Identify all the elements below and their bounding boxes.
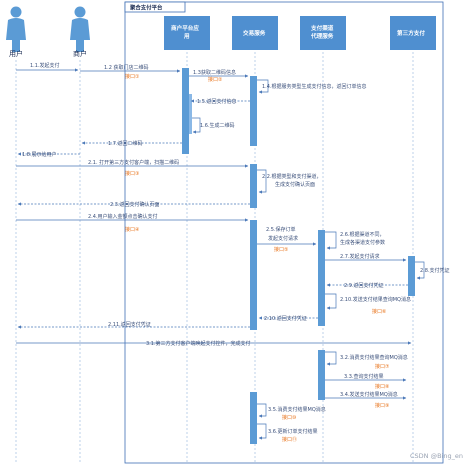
tag-2-5: 接口⑤	[274, 246, 288, 253]
platform-frame	[124, 1, 444, 464]
platform-title-tab	[124, 1, 186, 13]
tag-1-2: 接口①	[125, 73, 140, 80]
lane-header-channel-proxy	[300, 16, 346, 50]
msg-1-8: 1.8.展示给用户	[22, 151, 57, 158]
msg-1-2: 1.2 获取门店二维码	[104, 64, 149, 71]
msg-3-5: 3.5.消费支付结果MQ消息	[268, 406, 326, 413]
msg-3-4: 3.4.发送支付结果MQ消息	[340, 391, 398, 398]
msg-2-6b: 生成各渠道支付参数	[340, 239, 385, 246]
msg-2-10a: 2.10.发送支付结果查询MQ消息	[340, 296, 411, 303]
actor-user	[6, 6, 26, 52]
platform-title: 聚合支付平台	[129, 4, 163, 12]
msg-2-9: 2.9.返回支付凭证	[344, 282, 384, 289]
msg-1-7: 1.7.返回二维码	[108, 140, 143, 147]
activation-merchant-app-1b	[189, 94, 192, 134]
arrow-2-2	[257, 169, 267, 194]
tag-3-6: 接口⑪	[282, 436, 297, 443]
msg-1-6: 1.6.生成二维码	[200, 122, 235, 129]
activation-trade-service-4	[250, 392, 257, 444]
tag-3-2: 接口⑦	[375, 363, 390, 370]
watermark: CSDN @Bing_en	[410, 452, 463, 460]
tag-2-10: 接口⑥	[372, 308, 387, 315]
msg-2-2b: 生成支付确认页面	[275, 181, 315, 188]
activation-trade-service-1	[250, 76, 257, 146]
arrow-3-6	[257, 423, 267, 440]
msg-2-7: 2.7.发起支付请求	[340, 253, 380, 260]
msg-3-2: 3.2.消费支付结果查询MQ消息	[340, 354, 408, 361]
msg-1-5: 1.5.返回支付信息	[197, 98, 237, 105]
msg-1-4: 1.4.根据服务类型生成支付信息，返回订单信息	[262, 83, 367, 90]
tag-3-5: 接口⑩	[282, 414, 297, 421]
arrow-2-6	[325, 231, 337, 250]
lane-header-third-party	[390, 16, 436, 50]
activation-channel-proxy-1	[318, 230, 325, 326]
msg-1-1: 1.1.发起支付	[30, 62, 60, 69]
actor-merchant	[70, 6, 90, 52]
activation-third-party-1	[408, 256, 415, 296]
lane-header-merchant-app	[164, 16, 210, 50]
tag-2-1: 接口③	[125, 170, 139, 177]
activation-trade-service-2	[250, 164, 257, 208]
msg-2-11: 2.11.返回支付凭证	[108, 321, 151, 328]
msg-2-4: 2.4.用户输入金额点击确认支付	[88, 213, 158, 220]
msg-2-10b: 2.10.返回支付凭证	[264, 315, 307, 322]
msg-3-3: 3.3.查询支付结果	[344, 373, 384, 380]
activation-channel-proxy-2	[318, 350, 325, 400]
arrow-2-8	[415, 261, 425, 280]
lane-channel-proxy-line2: 代理服务	[310, 32, 334, 40]
msg-2-3: 2.3.返回支付确认页面	[110, 201, 160, 208]
tag-2-4: 接口④	[125, 226, 140, 233]
lane-merchant-app-line2: 用	[183, 33, 190, 40]
msg-1-3: 1.3获取二维码信息	[193, 69, 236, 76]
msg-3-1: 3.1.第三方支付客户端唤起支付控件，完成支付	[146, 340, 251, 347]
msg-2-6a: 2.6.根据渠道不同，	[340, 231, 385, 238]
msg-2-8: 2.8.支付凭证	[420, 267, 450, 274]
tag-3-4: 接口⑨	[375, 402, 389, 409]
lane-merchant-app-line1: 商户平台应	[171, 24, 199, 32]
arrow-2-10a	[325, 293, 337, 310]
msg-2-2a: 2.2.根据类型和支付渠道，	[262, 173, 322, 180]
actor-user-label: 用户	[9, 49, 23, 58]
msg-2-1: 2.1. 打开第三方支付客户端，扫描二维码	[88, 159, 179, 166]
arrow-3-5	[257, 403, 267, 418]
msg-2-5a: 2.5.保存订单	[266, 226, 296, 233]
tag-1-3: 接口②	[208, 76, 223, 83]
lane-third-party-label: 第三方支付	[396, 29, 425, 37]
activation-merchant-app-1	[182, 68, 189, 154]
lane-trade-service-label: 交易服务	[243, 29, 266, 37]
arrow-3-2	[325, 351, 337, 366]
tag-3-3: 接口⑧	[375, 383, 390, 390]
activation-trade-service-3	[250, 220, 257, 330]
msg-3-6: 3.6.更新订单支付结果	[268, 428, 318, 435]
actor-merchant-label: 商户	[73, 49, 87, 58]
lane-header-trade-service	[232, 16, 278, 50]
lane-channel-proxy-line1: 支付渠道	[310, 24, 334, 32]
arrow-1-4	[257, 79, 269, 94]
arrow-1-6	[192, 117, 201, 134]
msg-2-5b: 发起支付请求	[268, 235, 298, 242]
